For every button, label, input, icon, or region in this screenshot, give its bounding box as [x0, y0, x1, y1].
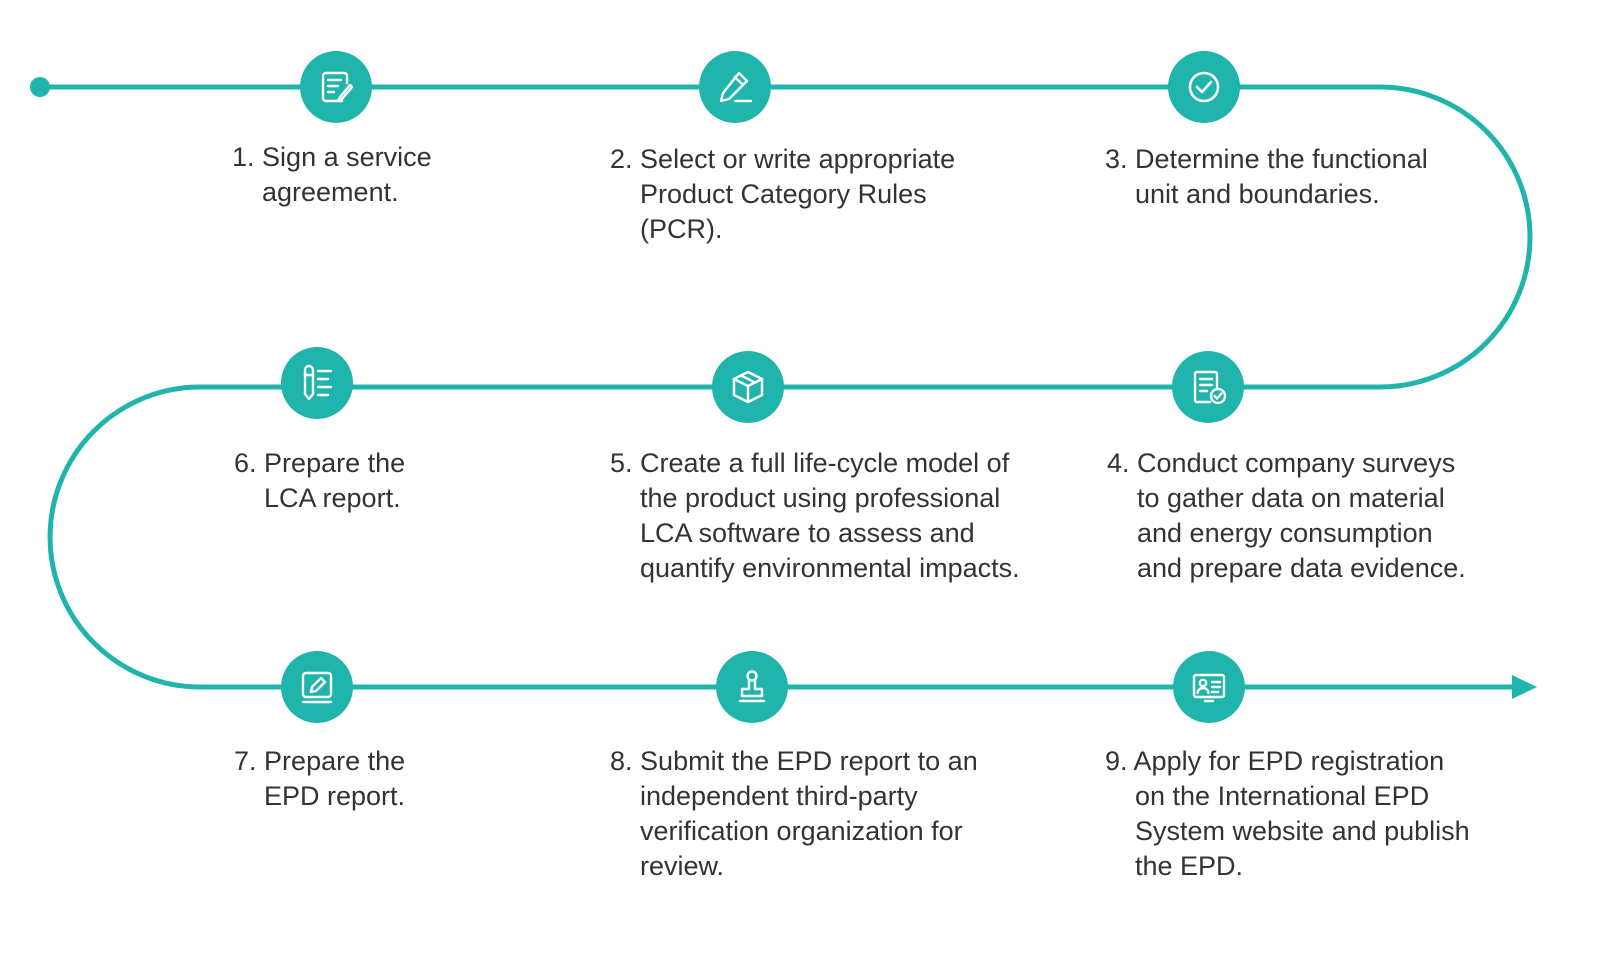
step-4-number: 4. [1107, 448, 1130, 478]
step-7-number: 7. [234, 746, 257, 776]
step-7-line-2: EPD report. [264, 781, 406, 811]
step-2-text: 2. Select or write appropriate Product C… [610, 142, 955, 247]
pencil-icon [719, 71, 753, 103]
step-3-line-2: unit and boundaries. [1135, 179, 1380, 209]
edit-square-icon [301, 671, 333, 704]
step-2-node [699, 51, 771, 123]
step-5-number: 5. [610, 448, 633, 478]
id-card-icon [1192, 673, 1226, 703]
step-1-node [300, 51, 372, 123]
step-3-text: 3. Determine the functional unit and bou… [1105, 142, 1428, 212]
stamp-icon [738, 670, 766, 703]
step-1-line-1: Sign a service [262, 142, 432, 172]
step-5-line-4: quantify environmental impacts. [640, 553, 1020, 583]
step-9-line-3: System website and publish [1135, 816, 1470, 846]
step-8-number: 8. [610, 746, 633, 776]
step-4-line-1: Conduct company surveys [1137, 448, 1456, 478]
step-4-line-4: and prepare data evidence. [1137, 553, 1466, 583]
report-list-icon [303, 364, 333, 401]
step-4-line-2: to gather data on material [1137, 483, 1445, 513]
step-2-number: 2. [610, 144, 633, 174]
step-5-node [712, 351, 784, 423]
step-5-line-1: Create a full life-cycle model of [640, 448, 1010, 478]
step-6-text: 6. Prepare the LCA report. [234, 446, 405, 516]
step-8-line-3: verification organization for [640, 816, 963, 846]
step-7-text: 7. Prepare the EPD report. [234, 744, 405, 814]
step-8-line-2: independent third-party [640, 781, 918, 811]
step-8-node [716, 651, 788, 723]
step-7-line-1: Prepare the [264, 746, 406, 776]
step-9-number: 9. [1105, 746, 1128, 776]
step-4-node [1172, 351, 1244, 423]
step-6-number: 6. [234, 448, 257, 478]
step-1-text: 1. Sign a service agreement. [232, 140, 432, 210]
step-2-line-2: Product Category Rules [640, 179, 927, 209]
step-8-line-4: review. [640, 851, 725, 881]
step-8-line-1: Submit the EPD report to an [640, 746, 978, 776]
end-arrowhead [1512, 675, 1537, 699]
step-9-line-1: Apply for EPD registration [1133, 746, 1445, 776]
step-8-text: 8. Submit the EPD report to an independe… [610, 744, 978, 884]
step-1-line-2: agreement. [262, 177, 399, 207]
step-5-line-2: the product using professional [640, 483, 1001, 513]
step-2-line-1: Select or write appropriate [640, 144, 956, 174]
cube-icon [732, 370, 764, 404]
step-6-line-2: LCA report. [264, 483, 401, 513]
step-9-line-4: the EPD. [1135, 851, 1244, 881]
step-9-text: 9. Apply for EPD registration on the Int… [1105, 744, 1470, 884]
step-9-node [1173, 651, 1245, 723]
document-edit-icon [321, 71, 354, 103]
step-4-line-3: and energy consumption [1137, 518, 1433, 548]
step-5-line-3: LCA software to assess and [640, 518, 975, 548]
step-5-text: 5. Create a full life-cycle model of the… [610, 446, 1020, 586]
step-3-number: 3. [1105, 144, 1128, 174]
step-4-text: 4. Conduct company surveys to gather dat… [1107, 446, 1466, 586]
step-3-line-1: Determine the functional [1135, 144, 1428, 174]
step-2-line-3: (PCR). [640, 214, 723, 244]
start-dot [30, 77, 50, 97]
step-9-line-2: on the International EPD [1135, 781, 1430, 811]
check-circle-icon [1188, 71, 1220, 103]
flow-line [40, 84, 1533, 690]
step-3-node [1168, 51, 1240, 123]
step-6-node [281, 347, 353, 419]
step-1-number: 1. [232, 142, 255, 172]
step-6-line-1: Prepare the [264, 448, 406, 478]
document-check-icon [1193, 370, 1227, 405]
step-7-node [281, 651, 353, 723]
